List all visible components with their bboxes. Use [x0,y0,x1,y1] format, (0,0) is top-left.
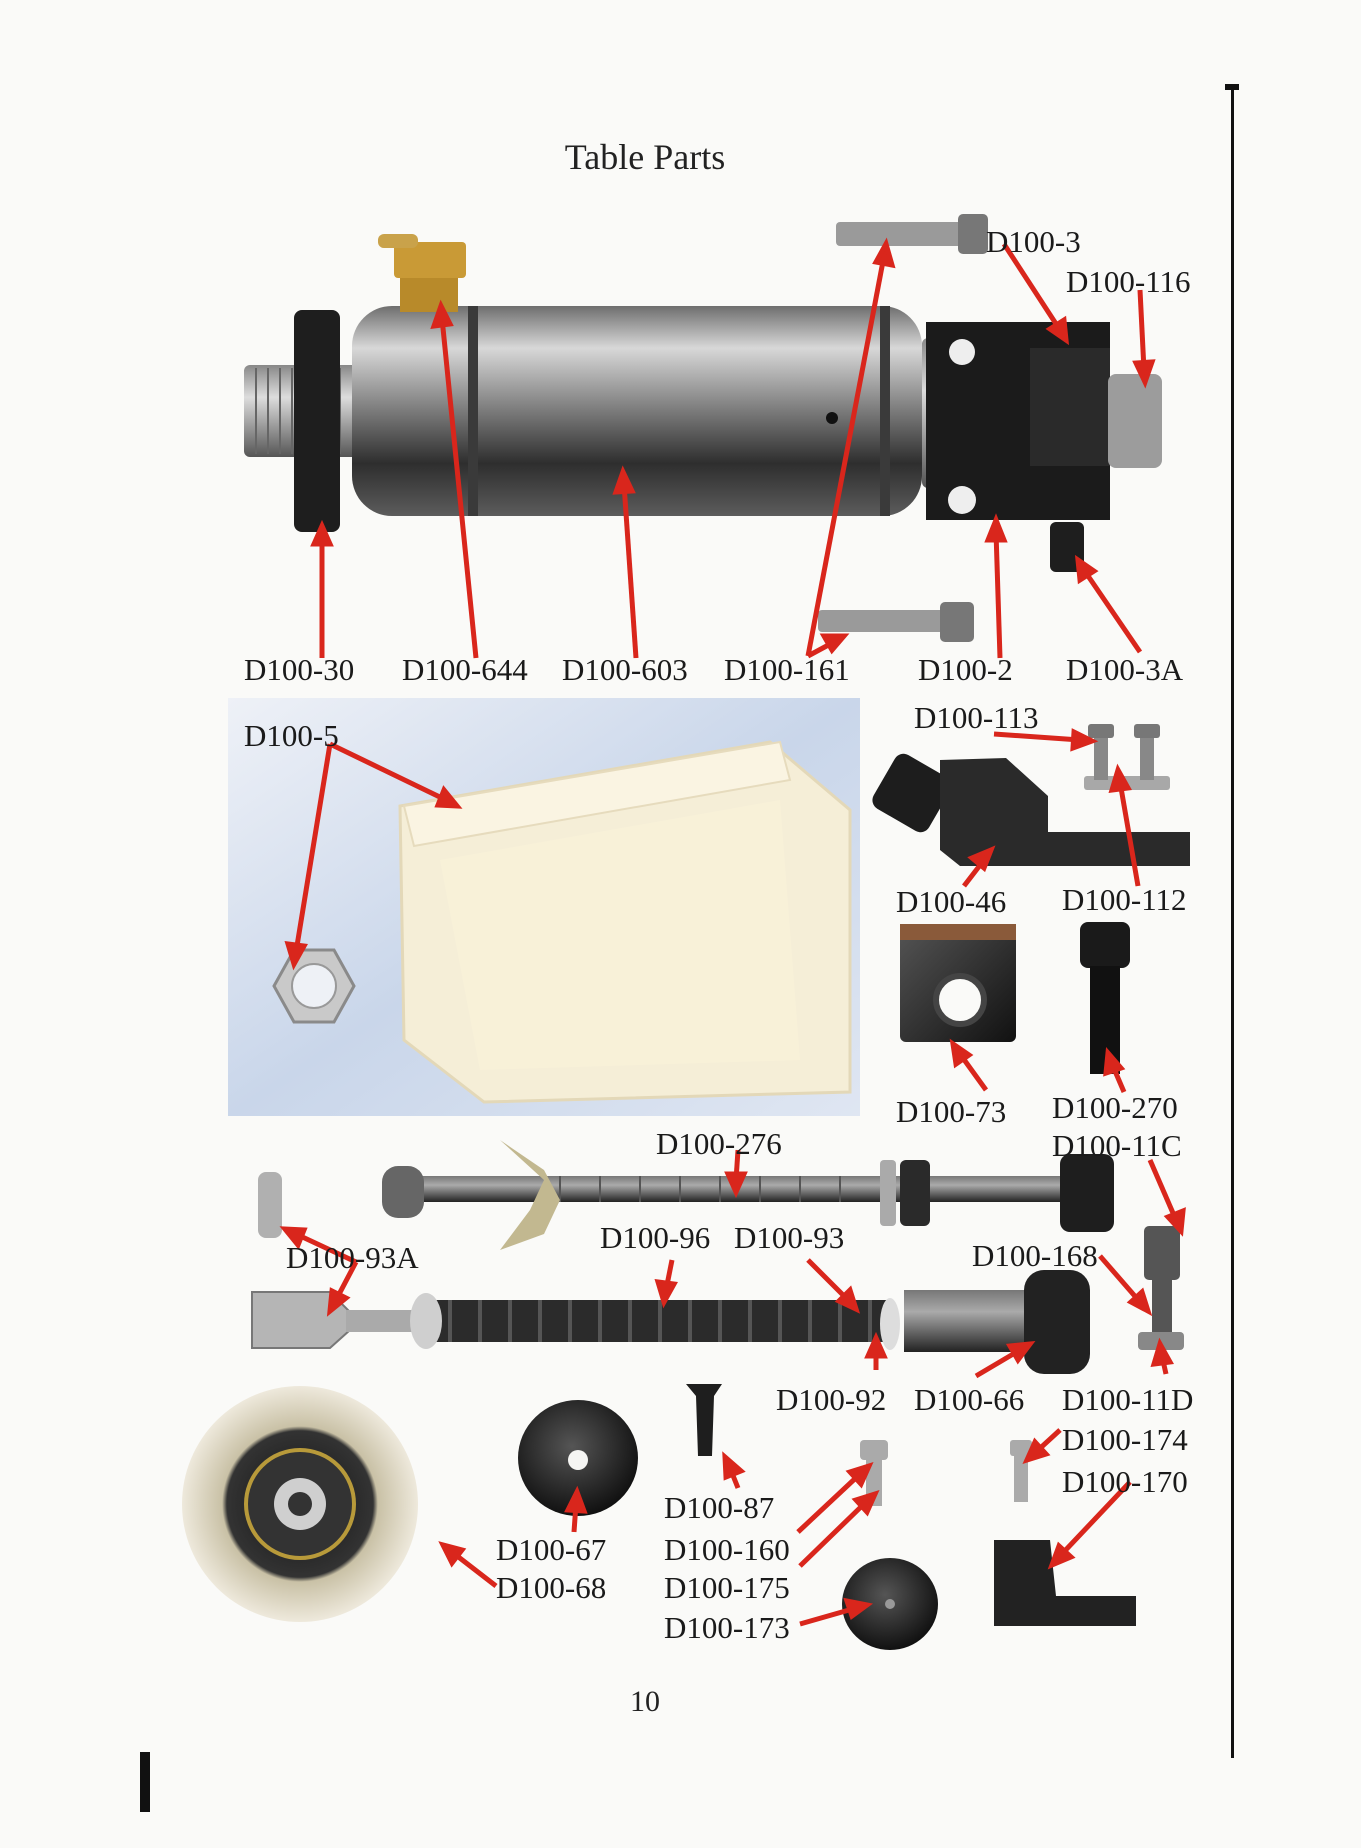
clamp-block-parts [872,724,1190,866]
part-label-d100-87: D100-87 [664,1490,775,1525]
part-label-d100-270: D100-270 [1052,1090,1178,1125]
cradle-photo [228,698,860,1116]
part-label-d100-68: D100-68 [496,1570,607,1605]
page-number: 10 [630,1685,660,1718]
cylinder-assembly [244,214,1162,642]
page-title: Table Parts [564,137,726,177]
part-label-d100-67: D100-67 [496,1532,607,1567]
part-label-d100-116: D100-116 [1066,264,1191,299]
right-margin-line [1231,88,1234,1758]
part-label-d100-92: D100-92 [776,1382,887,1417]
part-label-d100-644: D100-644 [402,652,528,687]
part-label-d100-173: D100-173 [664,1610,790,1645]
part-label-d100-11c: D100-11C [1052,1128,1182,1163]
bottom-parts [182,1384,1136,1650]
callout-arrows [279,237,1186,1627]
part-label-d100-30: D100-30 [244,652,355,687]
part-label-d100-170: D100-170 [1062,1464,1188,1499]
part-label-d100-2: D100-2 [918,652,1013,687]
part-label-d100-66: D100-66 [914,1382,1025,1417]
corner-mark [1225,84,1239,90]
part-label-d100-603: D100-603 [562,652,688,687]
part-label-d100-3: D100-3 [986,224,1081,259]
part-label-d100-161: D100-161 [724,652,850,687]
part-label-d100-3a: D100-3A [1066,652,1184,687]
part-label-d100-160: D100-160 [664,1532,790,1567]
part-label-d100-174: D100-174 [1062,1422,1188,1457]
part-label-d100-113: D100-113 [914,700,1039,735]
part-label-d100-168: D100-168 [972,1238,1098,1273]
part-label-d100-276: D100-276 [656,1126,782,1161]
part-label-d100-93: D100-93 [734,1220,845,1255]
part-label-d100-96: D100-96 [600,1220,711,1255]
nut-and-screw [900,922,1130,1074]
part-label-d100-175: D100-175 [664,1570,790,1605]
part-label-d100-93a: D100-93A [286,1240,419,1275]
part-label-d100-46: D100-46 [896,884,1007,919]
part-label-d100-5: D100-5 [244,718,339,753]
part-label-d100-112: D100-112 [1062,882,1187,917]
part-label-d100-73: D100-73 [896,1094,1007,1129]
left-binding-mark [140,1752,150,1812]
part-label-d100-11d: D100-11D [1062,1382,1194,1417]
